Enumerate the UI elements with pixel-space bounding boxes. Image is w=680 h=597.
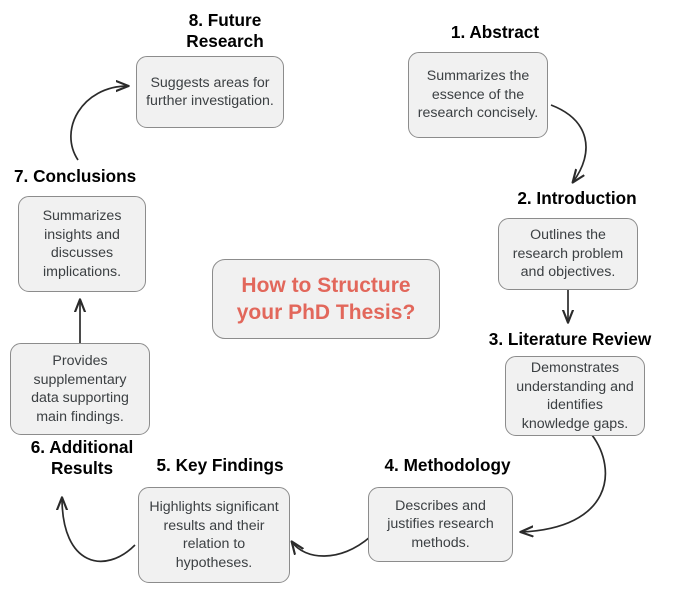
node-label-methodology: 4. Methodology <box>384 455 511 475</box>
node-additional-results[interactable]: Provides supplementary data supporting m… <box>10 343 150 435</box>
node-introduction[interactable]: Outlines the research problem and object… <box>498 218 638 290</box>
node-text-literature-review: Demonstrates understanding and identifie… <box>516 360 634 432</box>
node-label-introduction: 2. Introduction <box>517 188 637 208</box>
node-text-methodology: Describes and justifies research methods… <box>387 497 494 551</box>
node-text-future-research: Suggests areas for further investigation… <box>146 74 274 110</box>
arrow-methodology-to-key-findings <box>292 536 371 557</box>
node-future-research[interactable]: Suggests areas for further investigation… <box>136 56 284 128</box>
node-label-literature-review: 3. Literature Review <box>488 329 652 349</box>
arrow-literature-review-to-methodology <box>521 434 607 532</box>
arrow-conclusions-to-future-research <box>70 86 128 161</box>
node-literature-review[interactable]: Demonstrates understanding and identifie… <box>505 356 645 436</box>
node-label-abstract: 1. Abstract <box>450 22 540 42</box>
node-text-conclusions: Summarizes insights and discusses implic… <box>42 208 122 280</box>
node-abstract[interactable]: Summarizes the essence of the research c… <box>408 52 548 138</box>
node-text-abstract: Summarizes the essence of the research c… <box>417 68 539 122</box>
node-label-conclusions: 7. Conclusions <box>14 166 137 186</box>
node-label-future-research: 8. Future Research <box>186 10 264 51</box>
node-label-key-findings: 5. Key Findings <box>156 455 284 475</box>
node-text-introduction: Outlines the research problem and object… <box>512 227 624 281</box>
arrow-key-findings-to-additional-results <box>62 498 136 563</box>
node-methodology[interactable]: Describes and justifies research methods… <box>368 487 513 562</box>
arrow-abstract-to-introduction <box>550 104 587 182</box>
node-text-key-findings: Highlights significant results and their… <box>149 499 279 571</box>
node-label-additional-results: 6. Additional Results <box>30 437 134 478</box>
center-title-text: How to Structure your PhD Thesis? <box>236 274 416 324</box>
center-title-box: How to Structure your PhD Thesis? <box>212 259 440 339</box>
node-conclusions[interactable]: Summarizes insights and discusses implic… <box>18 196 146 292</box>
node-text-additional-results: Provides supplementary data supporting m… <box>31 353 129 425</box>
node-key-findings[interactable]: Highlights significant results and their… <box>138 487 290 583</box>
